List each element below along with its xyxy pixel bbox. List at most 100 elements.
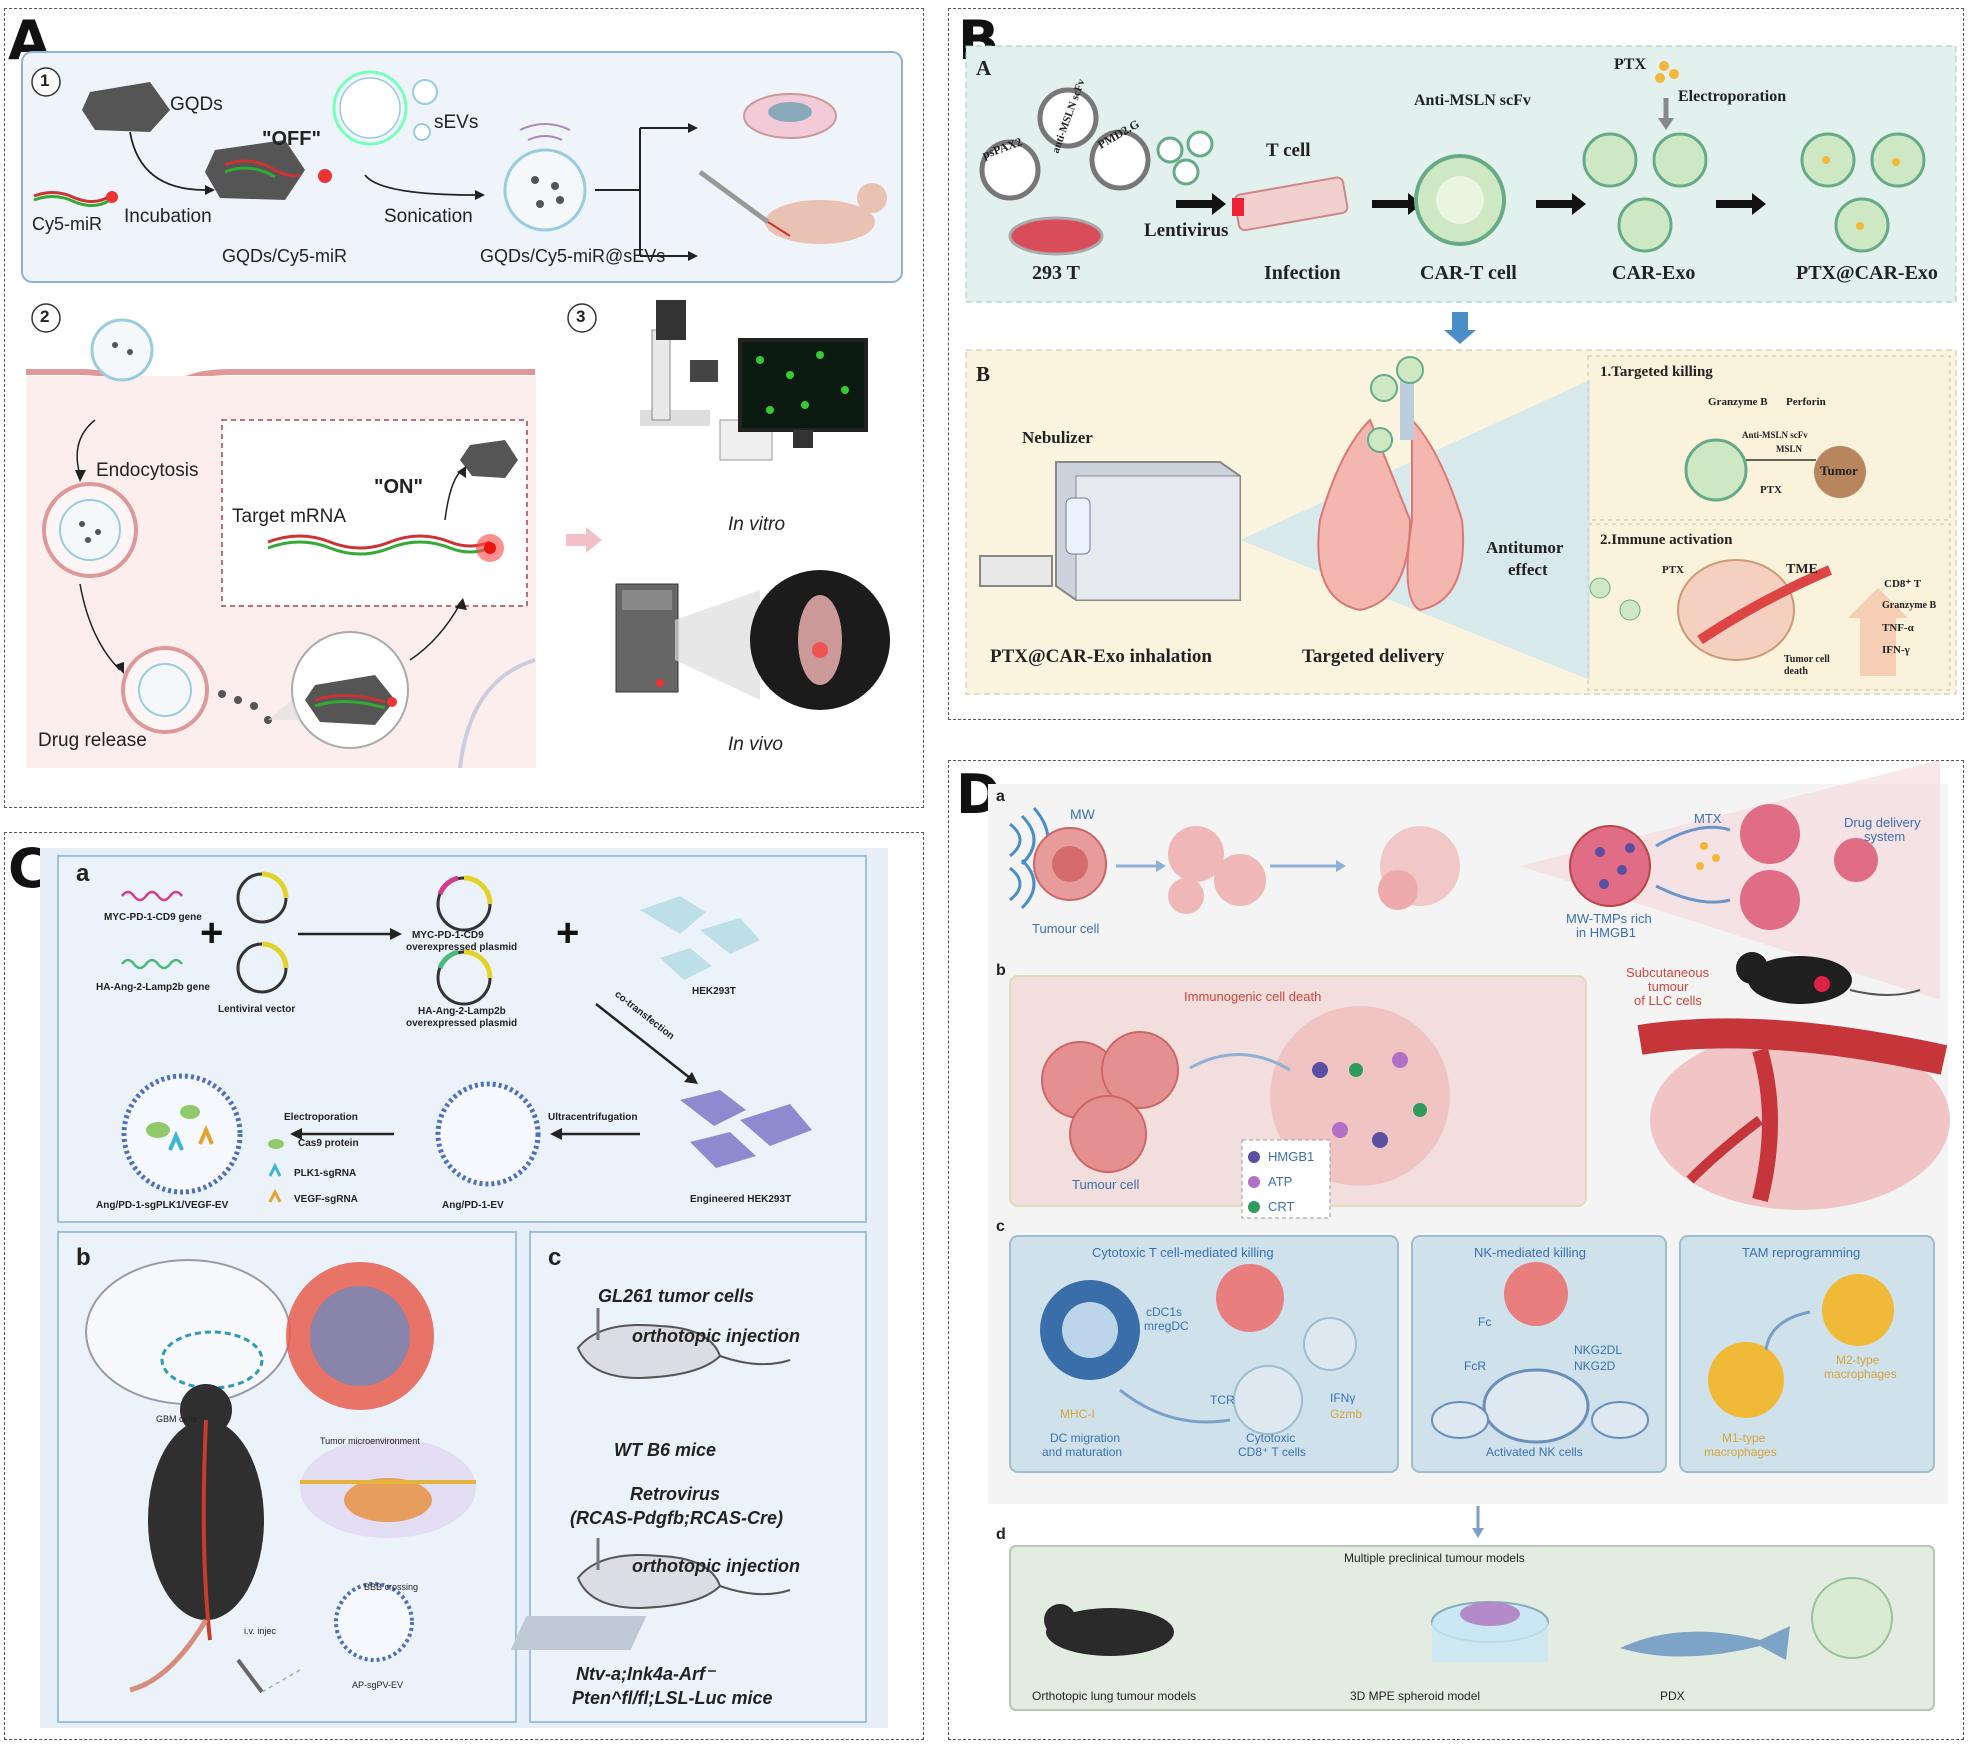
ang-pd1-ev-label: Ang/PD-1-EV <box>442 1200 504 1211</box>
svg-text:+: + <box>200 911 223 955</box>
retrovirus-label: Retrovirus <box>630 1484 721 1504</box>
car-exo-label: CAR-Exo <box>1612 262 1696 284</box>
icd-label: Immunogenic cell death <box>1184 989 1322 1004</box>
iv-injec-label: i.v. injec <box>244 1626 276 1636</box>
wt-b6-label: WT B6 mice <box>614 1440 717 1460</box>
subcutaneous-label-2: tumour <box>1648 979 1689 994</box>
effect-label: effect <box>1508 560 1548 579</box>
rcas-label: (RCAS-Pdgfb;RCAS-Cre) <box>570 1508 783 1528</box>
crt-label: CRT <box>1268 1199 1295 1214</box>
nkg2dl-label: NKG2DL <box>1574 1343 1623 1357</box>
ang-pd1-sg-label: Ang/PD-1-sgPLK1/VEGF-EV <box>96 1200 229 1211</box>
tumour-cell-a-label: Tumour cell <box>1032 921 1100 936</box>
mw-label: MW <box>1070 806 1095 822</box>
hmgb1-label: HMGB1 <box>1268 1149 1315 1164</box>
cdc1s-label: cDC1s <box>1146 1305 1183 1319</box>
target-mrna-label: Target mRNA <box>232 506 347 527</box>
m2-label-1: M2-type <box>1836 1353 1880 1367</box>
car-t-cell-label: CAR-T cell <box>1420 262 1517 284</box>
tumour-cell-b-label: Tumour cell <box>1072 1177 1140 1192</box>
inhalation-label: PTX@CAR-Exo inhalation <box>990 646 1212 667</box>
step-3-badge: 3 <box>576 307 586 326</box>
spheroid-label: 3D MPE spheroid model <box>1350 1689 1481 1703</box>
models-title: Multiple preclinical tumour models <box>1344 1551 1525 1565</box>
electroporation-c-label: Electroporation <box>284 1112 358 1123</box>
label-293t: 293 T <box>1032 262 1080 284</box>
c-sub-a: a <box>76 860 90 887</box>
mtx-label: MTX <box>1694 811 1722 826</box>
mhc-label: MHC-I <box>1060 1407 1095 1421</box>
subcutaneous-label-1: Subcutaneous <box>1626 965 1710 980</box>
sevs-label: sEVs <box>434 112 479 133</box>
ptx-label: PTX <box>1614 56 1646 73</box>
ptx-small-label-2: PTX <box>1662 564 1684 576</box>
targeted-killing-title: 1.Targeted killing <box>1600 364 1713 380</box>
b-sub-b: B <box>976 362 991 386</box>
off-label: "OFF" <box>262 128 321 150</box>
mregdc-label: mregDC <box>1144 1319 1189 1333</box>
in-vivo-label: In vivo <box>728 734 783 755</box>
endocytosis-label: Endocytosis <box>96 460 199 481</box>
d-sub-b: b <box>996 962 1006 979</box>
cy5-mir-label: Cy5-miR <box>32 214 102 234</box>
m1-label-1: M1-type <box>1722 1431 1766 1445</box>
m2-label-2: macrophages <box>1824 1367 1897 1381</box>
gzmb-label: Gzmb <box>1330 1407 1363 1421</box>
mw-tmps-label-1: MW-TMPs rich <box>1566 911 1652 926</box>
svg-text:+: + <box>556 911 579 955</box>
immune-activation-title: 2.Immune activation <box>1600 532 1733 548</box>
ha-plasmid-label-1: HA-Ang-2-Lamp2b <box>418 1006 506 1017</box>
dc-migration-label-2: and maturation <box>1042 1445 1123 1459</box>
tumor-cell-death-label: Tumor cell death <box>1784 654 1830 677</box>
gbm-cells-label: GBM cells <box>156 1414 198 1424</box>
d-sub-a: a <box>996 788 1005 805</box>
nk-title: NK-mediated killing <box>1474 1245 1586 1260</box>
ortho1-label: orthotopic injection <box>632 1326 800 1346</box>
myc-plasmid-label-2: overexpressed plasmid <box>406 942 518 953</box>
antitumor-label: Antitumor <box>1486 538 1564 557</box>
ap-sgpv-ev-label: AP-sgPV-EV <box>352 1680 404 1690</box>
panel-d-frame <box>948 760 1964 1740</box>
in-vitro-label: In vitro <box>728 514 786 535</box>
d-sub-c: c <box>996 1218 1005 1235</box>
t-cell-label: T cell <box>1266 140 1311 161</box>
nkg2d-label: NKG2D <box>1574 1359 1616 1373</box>
tam-title: TAM reprogramming <box>1742 1245 1861 1260</box>
ha-gene-label: HA-Ang-2-Lamp2b gene <box>96 982 210 993</box>
drug-delivery-label-1: Drug delivery <box>1844 815 1921 830</box>
tcr-label: TCR <box>1210 1393 1235 1407</box>
nebulizer-label: Nebulizer <box>1022 428 1093 447</box>
orthotopic-label: Orthotopic lung tumour models <box>1032 1689 1197 1703</box>
m1-label-2: macrophages <box>1704 1445 1777 1459</box>
fcr-label: FcR <box>1464 1359 1486 1373</box>
perforin-label: Perforin <box>1786 396 1826 408</box>
engineered-hek-label: Engineered HEK293T <box>690 1194 792 1205</box>
dc-migration-label-1: DC migration <box>1050 1431 1121 1445</box>
ha-plasmid-label-2: overexpressed plasmid <box>406 1018 518 1029</box>
drug-delivery-label-2: system <box>1864 829 1906 844</box>
gl261-label: GL261 tumor cells <box>598 1286 755 1306</box>
myc-gene-label: MYC-PD-1-CD9 gene <box>104 912 202 923</box>
cytotoxic-label-2: CD8⁺ T cells <box>1238 1445 1306 1459</box>
c-sub-c: c <box>548 1244 562 1271</box>
cytotoxic-label-1: Cytotoxic <box>1246 1431 1296 1445</box>
tumor-label: Tumor <box>1820 463 1858 478</box>
ctl-title: Cytotoxic T cell-mediated killing <box>1092 1245 1274 1260</box>
vegf-label: VEGF-sgRNA <box>294 1194 358 1205</box>
atp-label: ATP <box>1268 1174 1293 1189</box>
mw-tmps-label-2: in HMGB1 <box>1576 925 1636 940</box>
plk1-label: PLK1-sgRNA <box>294 1168 357 1179</box>
panel-c-frame <box>4 832 924 1740</box>
c-sub-b: b <box>76 1244 91 1271</box>
step-1-badge: 1 <box>40 71 50 90</box>
ntv-label-2: Pten^fl/fl;LSL-Luc mice <box>572 1688 773 1708</box>
anti-msln-scfv-label: Anti-MSLN scFv <box>1414 92 1531 109</box>
gqds-label: GQDs <box>170 94 223 115</box>
tumor-micro-label: Tumor microenvironment <box>320 1436 420 1446</box>
ifn-label: IFN-γ <box>1882 644 1910 656</box>
hek293t-label: HEK293T <box>692 986 736 997</box>
